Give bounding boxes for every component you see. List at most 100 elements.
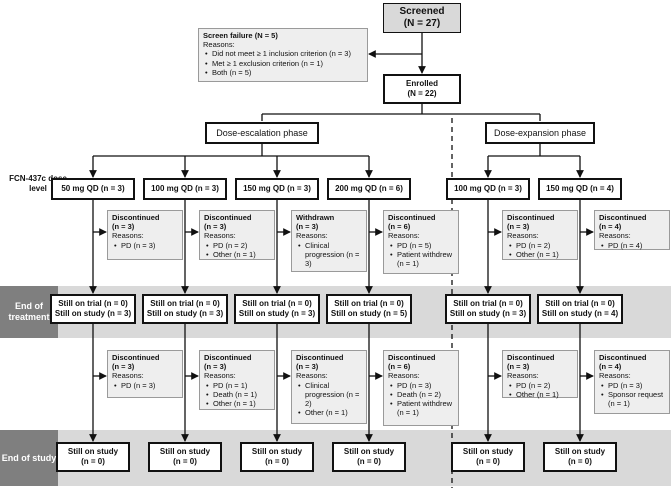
discontinued-title: Discontinued [388, 353, 436, 362]
discontinued-title: Discontinued [112, 213, 160, 222]
still-on-trial-label: Still on trial (n = 0) [545, 299, 615, 308]
screen-failure-reason: Both (n = 5) [205, 68, 363, 77]
reasons-list: PD (n = 2)Other (n = 1) [507, 381, 573, 400]
screen-failure-reason: Did not meet ≥ 1 inclusion criterion (n … [205, 49, 363, 58]
dose-level-label: 200 mg QD (n = 6) [335, 184, 403, 193]
reason-item: Other (n = 1) [206, 250, 270, 259]
reasons-label: Reasons: [204, 371, 236, 381]
still-on-study-label: Still on study [554, 447, 606, 456]
discontinued-title: Discontinued [112, 353, 160, 362]
dose-level-label: 100 mg QD (n = 3) [454, 184, 522, 193]
end-of-treatment-box: Still on trial (n = 0)Still on study (n … [50, 294, 136, 324]
reasons-label: Reasons: [388, 371, 420, 381]
discontinued-study-box: Discontinued(n = 3)Reasons:PD (n = 2)Oth… [502, 350, 578, 400]
reasons-label: Reasons: [599, 231, 631, 241]
discontinued-title: Discontinued [599, 213, 647, 222]
reason-item: Other (n = 1) [509, 250, 573, 259]
screened-count: (N = 27) [403, 18, 441, 29]
enrolled-count: (N = 22) [407, 89, 437, 98]
reason-item: PD (n = 3) [601, 381, 665, 390]
discontinued-count: (n = 3) [112, 362, 135, 372]
reason-item: PD (n = 4) [601, 241, 665, 250]
reasons-list: PD (n = 2)Other (n = 1) [507, 241, 573, 260]
reason-item: Other (n = 1) [509, 390, 573, 399]
discontinued-title: Withdrawn [296, 213, 335, 222]
still-on-study-count: (n = 0) [81, 457, 105, 466]
still-on-trial-label: Still on trial (n = 0) [242, 299, 312, 308]
discontinued-study-box: Discontinued(n = 6)Reasons:PD (n = 3)Dea… [383, 350, 459, 426]
discontinued-count: (n = 3) [507, 362, 530, 372]
end-of-treatment-box: Still on trial (n = 0)Still on study (n … [537, 294, 623, 324]
still-on-study-count: (n = 0) [357, 457, 381, 466]
discontinued-treatment-box: Withdrawn(n = 3)Reasons:Clinical progres… [291, 210, 367, 272]
discontinued-count: (n = 3) [296, 222, 319, 232]
reasons-list: PD (n = 4) [599, 241, 665, 250]
end-of-treatment-box: Still on trial (n = 0)Still on study (n … [142, 294, 228, 324]
reason-item: PD (n = 2) [206, 241, 270, 250]
reason-item: PD (n = 5) [390, 241, 454, 250]
enrolled-box: Enrolled (N = 22) [383, 74, 461, 104]
end-of-study-box: Still on study(n = 0) [451, 442, 525, 472]
end-of-study-box: Still on study(n = 0) [240, 442, 314, 472]
discontinued-title: Discontinued [599, 353, 647, 362]
reasons-label: Reasons: [204, 231, 236, 241]
end-of-study-box: Still on study(n = 0) [148, 442, 222, 472]
still-on-study-label: Still on study (n = 3) [449, 309, 527, 318]
discontinued-study-box: Discontinued(n = 4)Reasons:PD (n = 3)Spo… [594, 350, 670, 414]
end-of-study-box: Still on study(n = 0) [56, 442, 130, 472]
dose-level-label: 150 mg QD (n = 4) [546, 184, 614, 193]
still-on-study-label: Still on study [462, 447, 514, 456]
end-of-treatment-box: Still on trial (n = 0)Still on study (n … [445, 294, 531, 324]
screened-box: Screened (N = 27) [383, 3, 461, 33]
reasons-label: Reasons: [388, 231, 420, 241]
still-on-study-label: Still on study [343, 447, 395, 456]
reasons-list: PD (n = 3) [112, 241, 178, 250]
reason-item: Patient withdrew (n = 1) [390, 399, 454, 417]
dose-escalation-phase-box: Dose-escalation phase [205, 122, 319, 144]
reasons-list: PD (n = 2)Other (n = 1) [204, 241, 270, 260]
discontinued-count: (n = 6) [388, 222, 411, 232]
reason-item: Other (n = 1) [206, 399, 270, 408]
screen-failure-title: Screen failure (N = 5) [203, 31, 278, 40]
reasons-list: PD (n = 5)Patient withdrew (n = 1) [388, 241, 454, 269]
discontinued-count: (n = 3) [204, 222, 227, 232]
still-on-study-label: Still on study (n = 4) [541, 309, 619, 318]
reasons-list: Clinical progression (n = 3) [296, 241, 362, 269]
dose-level-box: 100 mg QD (n = 3) [143, 178, 227, 200]
dose-level-box: 200 mg QD (n = 6) [327, 178, 411, 200]
end-of-study-box: Still on study(n = 0) [332, 442, 406, 472]
dose-escalation-phase-label: Dose-escalation phase [216, 128, 308, 138]
screen-failure-box: Screen failure (N = 5) Reasons: Did not … [198, 28, 368, 82]
reasons-label: Reasons: [112, 231, 144, 241]
reasons-label: Reasons: [112, 371, 144, 381]
discontinued-count: (n = 3) [112, 222, 135, 232]
reason-item: PD (n = 3) [114, 381, 178, 390]
reason-item: Sponsor request (n = 1) [601, 390, 665, 408]
end-of-study-label: End of study [0, 430, 58, 486]
reasons-list: PD (n = 3)Death (n = 2)Patient withdrew … [388, 381, 454, 418]
reason-item: Death (n = 2) [390, 390, 454, 399]
discontinued-title: Discontinued [204, 213, 252, 222]
discontinued-study-box: Discontinued(n = 3)Reasons:PD (n = 3) [107, 350, 183, 398]
end-of-treatment-box: Still on trial (n = 0)Still on study (n … [234, 294, 320, 324]
dose-level-label: 50 mg QD (n = 3) [61, 184, 125, 193]
dose-expansion-phase-label: Dose-expansion phase [493, 128, 587, 138]
reasons-list: PD (n = 3) [112, 381, 178, 390]
dose-level-box: 50 mg QD (n = 3) [51, 178, 135, 200]
dose-level-box: 150 mg QD (n = 3) [235, 178, 319, 200]
discontinued-title: Discontinued [296, 353, 344, 362]
reason-item: PD (n = 2) [509, 381, 573, 390]
dose-level-label: 100 mg QD (n = 3) [151, 184, 219, 193]
discontinued-treatment-box: Discontinued(n = 3)Reasons:PD (n = 3) [107, 210, 183, 260]
discontinued-treatment-box: Discontinued(n = 4)Reasons:PD (n = 4) [594, 210, 670, 250]
discontinued-count: (n = 3) [296, 362, 319, 372]
reasons-list: Clinical progression (n = 2)Other (n = 1… [296, 381, 362, 418]
still-on-trial-label: Still on trial (n = 0) [58, 299, 128, 308]
still-on-study-count: (n = 0) [476, 457, 500, 466]
still-on-study-label: Still on study (n = 3) [146, 309, 224, 318]
still-on-study-label: Still on study (n = 5) [330, 309, 408, 318]
still-on-study-count: (n = 0) [173, 457, 197, 466]
discontinued-study-box: Discontinued(n = 3)Reasons:PD (n = 1)Dea… [199, 350, 275, 410]
discontinued-treatment-box: Discontinued(n = 3)Reasons:PD (n = 2)Oth… [199, 210, 275, 260]
